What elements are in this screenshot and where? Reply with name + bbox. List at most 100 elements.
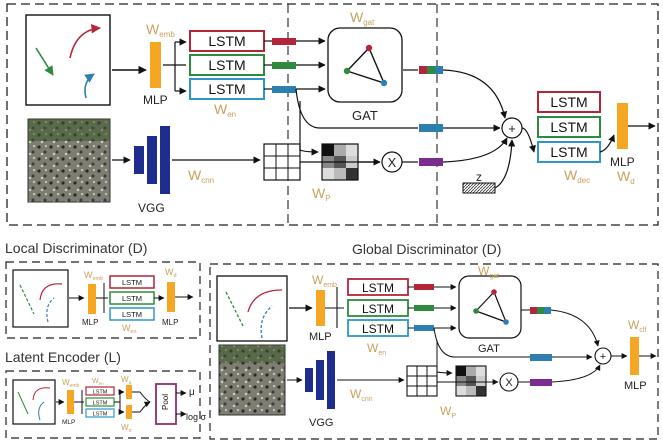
latent-mu-mlp (126, 385, 132, 399)
local-lstm-blue (109, 307, 155, 321)
plus-symbol: + (508, 121, 516, 136)
latent-lstm-blue (85, 408, 115, 418)
latent-w-mu: Wμ (121, 375, 132, 386)
sigma-to-pool (132, 401, 151, 413)
global-green-trajectory (225, 291, 244, 327)
mu-to-pool (132, 391, 151, 403)
decoder-lstm-stack: LSTM LSTM LSTM (537, 91, 601, 163)
global-lstm-green-label: LSTM (362, 302, 394, 316)
trajectory-input (25, 14, 111, 106)
plus-to-decoder (521, 127, 536, 153)
local-blue-trajectory (46, 297, 55, 323)
global-hidden-green (414, 305, 434, 311)
global-attention-grid (455, 365, 487, 397)
latent-encoder-panel: Latent Encoder (L) Wemb MLP LSTM LSTM LS… (5, 349, 207, 439)
latent-lstm-red-label: LSTM (93, 390, 108, 396)
global-pooled-red (530, 307, 537, 314)
global-skip-path (433, 327, 530, 358)
global-mlp-2 (630, 337, 639, 375)
global-multiply-symbol: X (505, 377, 513, 389)
w-gat-label: Wgat (350, 9, 375, 27)
w-en-label: Wen (214, 101, 236, 119)
local-green-trajectory (19, 284, 35, 315)
gat-label: GAT (352, 108, 378, 123)
local-red-trajectory (39, 283, 63, 301)
physical-attention-vector (419, 158, 443, 166)
lstm-green-label: LSTM (208, 57, 245, 73)
dec-lstm-green-label: LSTM (550, 119, 587, 135)
local-w-emb: Wemb (84, 270, 103, 282)
latent-red-trajectory (32, 387, 51, 401)
global-disc-title: Global Discriminator (D) (352, 241, 501, 257)
pooled-vector-blue (435, 66, 443, 74)
skip-path (295, 88, 418, 129)
local-lstm-green-label: LSTM (122, 294, 142, 303)
latent-lstm-blue-label: LSTM (93, 412, 108, 418)
latent-enc-title: Latent Encoder (L) (5, 349, 121, 365)
global-trajectory-input (216, 275, 288, 342)
dec-lstm-blue-label: LSTM (550, 144, 587, 160)
global-skip-vector (530, 354, 552, 361)
pool-label: Pool (161, 394, 170, 410)
noise-z (462, 182, 496, 194)
local-disc-title: Local Discriminator (D) (5, 240, 147, 256)
hidden-red (272, 38, 296, 45)
pool-block (155, 383, 177, 425)
latent-trajectory-input (12, 379, 56, 425)
global-w-cnn: Wcnn (350, 387, 373, 403)
global-pooled-green (537, 307, 544, 314)
global-w-p: WP (440, 404, 456, 420)
global-hidden-blue (414, 325, 434, 331)
blue-trajectory (84, 73, 95, 99)
latent-to-mu (118, 389, 125, 402)
local-mlp-2 (167, 282, 175, 312)
latent-w-emb: Wemb (62, 378, 80, 389)
decoder-mlp (617, 103, 628, 149)
global-pooled-blue (544, 307, 551, 314)
lstm-blue-label: LSTM (208, 81, 245, 97)
w-emb-label: Wemb (146, 21, 175, 39)
hidden-green (272, 62, 296, 69)
global-w-en: Wen (367, 341, 386, 357)
local-w-en: Wen (122, 323, 137, 335)
global-lstm-blue-label: LSTM (362, 322, 394, 336)
global-feature-grid (406, 365, 438, 397)
hidden-to-attention (299, 101, 319, 156)
global-blue-trajectory (260, 305, 273, 339)
global-attention-to-plus (551, 364, 601, 383)
vgg-block (134, 126, 170, 194)
latent-lstm-green-label: LSTM (93, 401, 108, 407)
gat-block (327, 27, 403, 103)
global-w-gat: Wgat (478, 264, 499, 280)
red-trajectory (69, 23, 101, 59)
local-mlp-label: MLP (82, 318, 98, 327)
pooled-vector-red (419, 66, 427, 74)
global-discriminator-panel: Global Discriminator (D) Wemb MLP LSTM L… (209, 241, 659, 440)
global-disc-border (209, 263, 659, 440)
global-gat-block (458, 275, 522, 339)
global-w-emb: Wemb (312, 273, 337, 289)
global-vgg-label: VGG (309, 417, 333, 429)
lstm-red-label: LSTM (208, 33, 245, 49)
logsigma-label: log σ (186, 412, 207, 422)
w-dec-label: Wdec (564, 167, 590, 185)
vgg-label: VGG (138, 201, 165, 215)
global-w-clf: Wclf (628, 318, 646, 334)
local-w-d: Wd (165, 267, 177, 279)
local-lstm-blue-label: LSTM (122, 310, 142, 319)
latent-mlp-label: MLP (62, 419, 75, 426)
local-lstm-red-label: LSTM (122, 278, 142, 287)
local-lstm-red (109, 275, 155, 289)
latent-enc-border (5, 370, 201, 439)
local-mlp (88, 284, 96, 314)
latent-sigma-mlp (126, 405, 132, 419)
mlp-label: MLP (143, 93, 168, 107)
mlp-dec-label: MLP (610, 155, 635, 169)
encoder-lstm-stack: LSTM LSTM LSTM (189, 30, 265, 100)
local-discriminator-panel: Local Discriminator (D) Wemb MLP LSTM LS… (5, 240, 201, 339)
mu-label: μ (189, 387, 195, 398)
global-hidden-red (414, 284, 434, 290)
latent-blue-trajectory (38, 401, 45, 421)
global-scene-image-trees (219, 345, 285, 363)
